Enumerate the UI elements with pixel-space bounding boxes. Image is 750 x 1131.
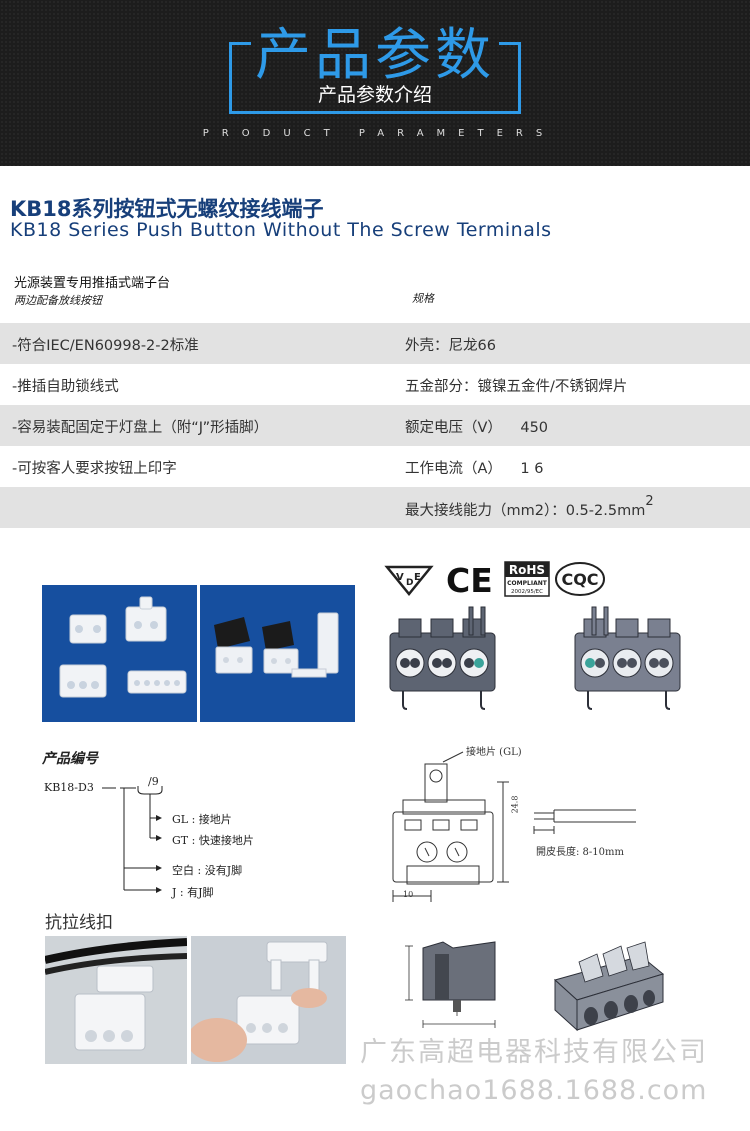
- spec-header-right: 规格: [412, 292, 434, 305]
- code-option-gt: GT : 快速接地片: [172, 834, 254, 847]
- spec-feature: -符合IEC/EN60998-2-2标准: [12, 338, 199, 354]
- black-terminals-illustration: [214, 612, 339, 678]
- vde-logo-icon: V D E: [384, 565, 434, 596]
- spec-value: 工作电流（A） 1 6: [405, 461, 544, 477]
- height-dimension: 24.8: [510, 795, 520, 814]
- product-code-title: 产品编号: [42, 751, 98, 767]
- code-option-j: J : 有J脚: [172, 886, 214, 899]
- banner-frame-corner-right: [499, 42, 521, 45]
- vde-letter-e: E: [414, 572, 421, 583]
- watermark-company: 广东高超电器科技有限公司: [360, 1037, 708, 1068]
- product-photo-black-terminals: [200, 585, 355, 722]
- rohs-logo-icon: RoHS COMPLIANT 2002/95/EC: [504, 561, 550, 597]
- spec-feature: -推插自助锁线式: [12, 379, 119, 395]
- ce-logo-icon: CE: [446, 561, 493, 597]
- spec-feature: -容易装配固定于灯盘上（附“J”形插脚）: [12, 420, 269, 436]
- spec-row: -容易装配固定于灯盘上（附“J”形插脚） 额定电压（V） 450: [0, 405, 750, 446]
- spec-value: 五金部分：镀镍五金件/不锈钢焊片: [405, 379, 628, 395]
- rohs-code: 2002/95/EC: [511, 589, 543, 595]
- vde-letter-v: V: [396, 572, 404, 583]
- terminal-isometric-drawing: [553, 941, 665, 1032]
- banner-frame-corner-left: [229, 42, 251, 45]
- terminal-back-drawing: [574, 606, 681, 710]
- spec-row: -推插自助锁线式 五金部分：镀镍五金件/不锈钢焊片: [0, 364, 750, 405]
- strain-relief-photo-1: [44, 936, 188, 1064]
- rohs-title: RoHS: [509, 563, 545, 577]
- ce-logo-text: CE: [446, 561, 493, 597]
- strain-relief-side-drawing: [405, 941, 496, 1028]
- wire-strip-drawing: [533, 809, 636, 834]
- white-terminals-illustration: [59, 596, 187, 698]
- banner-english: PRODUCT PARAMETERS: [202, 128, 556, 139]
- spec-header-left-line1: 光源装置专用推插式端子台: [14, 276, 171, 291]
- terminal-front-drawing: [389, 606, 496, 710]
- product-title-cn: KB18系列按钮式无螺纹接线端子: [10, 197, 324, 221]
- spec-header-left-line2: 两边配备放线按钮: [14, 294, 102, 307]
- spec-value-superscript: 2: [645, 494, 654, 509]
- strip-length-label: 開皮長度: 8-10mm: [536, 847, 624, 858]
- strain-relief-illustration-2: [187, 941, 328, 1062]
- product-title-en: KB18 Series Push Button Without The Scre…: [10, 219, 552, 241]
- cqc-logo-icon: CQC: [555, 562, 605, 596]
- rohs-subtitle: COMPLIANT: [507, 580, 548, 587]
- spec-row: 最大接线能力（mm2）：0.5-2.5mm2: [0, 487, 750, 528]
- banner-frame: [229, 42, 521, 114]
- banner-title: 产品参数: [255, 23, 495, 88]
- header-banner: [0, 0, 750, 166]
- spec-row: -可按客人要求按钮上印字 工作电流（A） 1 6: [0, 446, 750, 487]
- spec-row: -符合IEC/EN60998-2-2标准 外壳：尼龙66: [0, 323, 750, 364]
- code-option-blank: 空白 : 没有J脚: [172, 864, 243, 877]
- terminal-dimension-drawing: [392, 751, 509, 902]
- banner-subtitle: 产品参数介绍: [317, 84, 432, 106]
- product-code-suffix: /9: [148, 775, 159, 788]
- spec-value-text: 最大接线能力（mm2）：0.5-2.5mm: [405, 502, 646, 519]
- width-dimension: 10: [403, 890, 414, 899]
- product-code-tree: [102, 786, 163, 893]
- code-option-gl: GL : 接地片: [172, 813, 232, 826]
- strain-relief-photo-2: [187, 936, 346, 1064]
- strain-relief-title: 抗拉线扣: [45, 913, 113, 933]
- strain-relief-illustration-1: [44, 938, 188, 1051]
- product-photo-white-terminals: [42, 585, 197, 722]
- vde-letter-d: D: [406, 578, 413, 588]
- watermark-url: gaochao1688.1688.com: [360, 1075, 708, 1106]
- spec-value: 额定电压（V） 450: [405, 420, 549, 436]
- spec-feature: -可按客人要求按钮上印字: [12, 461, 177, 477]
- spec-value: 外壳：尼龙66: [405, 338, 496, 354]
- cqc-logo-text: CQC: [561, 570, 598, 589]
- spec-value: 最大接线能力（mm2）：0.5-2.5mm2: [405, 494, 654, 520]
- product-code: KB18-D3: [44, 781, 94, 794]
- ground-plate-label: 接地片 (GL): [466, 747, 522, 758]
